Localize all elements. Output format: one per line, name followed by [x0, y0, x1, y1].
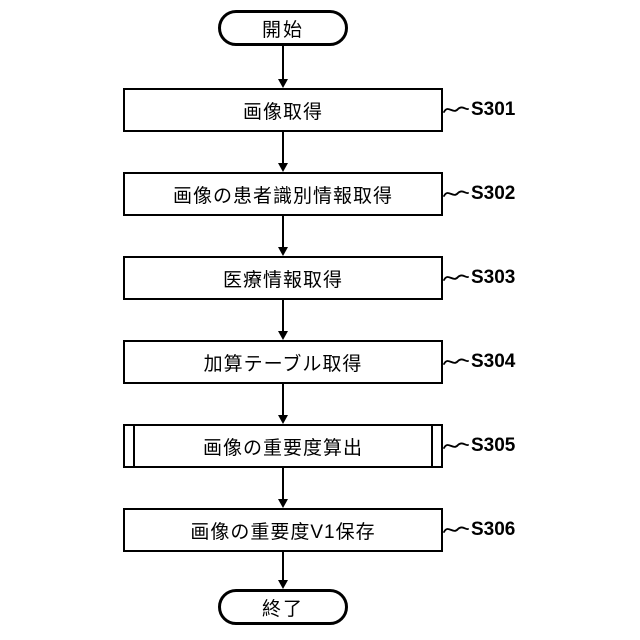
flow-arrow — [278, 468, 288, 508]
step-label: 画像の重要度算出 — [202, 437, 363, 459]
arrow-head-icon — [278, 331, 288, 340]
step-label: 画像の重要度V1保存 — [190, 521, 376, 543]
start-terminal: 開始 — [218, 10, 348, 46]
arrow-shaft — [282, 468, 284, 500]
arrow-shaft — [282, 46, 284, 80]
arrow-head-icon — [278, 499, 288, 508]
subroutine-inner-line — [133, 426, 135, 466]
step-label: 医療情報取得 — [222, 269, 343, 291]
arrow-shaft — [282, 300, 284, 332]
step-tag: S303 — [471, 267, 516, 288]
process-box-s302: 画像の患者識別情報取得 — [123, 172, 443, 216]
flow-arrow — [278, 132, 288, 172]
tag-connector-squiggle-icon — [443, 190, 469, 197]
flow-arrow — [278, 552, 288, 589]
step-tag-group: S302 — [443, 172, 563, 216]
tag-connector-squiggle-icon — [443, 358, 469, 365]
process-box-s306: 画像の重要度V1保存 — [123, 508, 443, 552]
process-box-s304: 加算テーブル取得 — [123, 340, 443, 384]
step-tag-group: S301 — [443, 88, 563, 132]
step-tag: S305 — [471, 435, 516, 456]
start-terminal-label: 開始 — [261, 19, 304, 41]
step-tag-group: S303 — [443, 256, 563, 300]
arrow-head-icon — [278, 163, 288, 172]
arrow-shaft — [282, 216, 284, 248]
step-tag: S304 — [471, 351, 516, 372]
arrow-shaft — [282, 132, 284, 164]
flow-arrow — [278, 384, 288, 424]
flow-arrow — [278, 300, 288, 340]
step-tag-group: S306 — [443, 508, 563, 552]
step-tag: S306 — [471, 519, 516, 540]
tag-connector-squiggle-icon — [443, 274, 469, 281]
step-tag: S302 — [471, 183, 516, 204]
process-box-s303: 医療情報取得 — [123, 256, 443, 300]
arrow-shaft — [282, 552, 284, 581]
step-label: 画像の患者識別情報取得 — [172, 185, 393, 207]
end-terminal: 終了 — [218, 589, 348, 625]
arrow-head-icon — [278, 580, 288, 589]
flow-arrow — [278, 216, 288, 256]
step-label: 画像取得 — [242, 101, 323, 123]
step-tag-group: S304 — [443, 340, 563, 384]
arrow-head-icon — [278, 247, 288, 256]
tag-connector-squiggle-icon — [443, 442, 469, 449]
tag-connector-squiggle-icon — [443, 526, 469, 533]
arrow-head-icon — [278, 79, 288, 88]
process-box-s301: 画像取得 — [123, 88, 443, 132]
step-tag-group: S305 — [443, 424, 563, 468]
arrow-shaft — [282, 384, 284, 416]
end-terminal-label: 終了 — [261, 598, 304, 620]
step-tag: S301 — [471, 99, 516, 120]
subroutine-inner-line — [431, 426, 433, 466]
flow-arrow — [278, 46, 288, 88]
step-label: 加算テーブル取得 — [203, 353, 363, 375]
arrow-head-icon — [278, 415, 288, 424]
subroutine-box-s305: 画像の重要度算出 — [123, 424, 443, 468]
tag-connector-squiggle-icon — [443, 106, 469, 113]
